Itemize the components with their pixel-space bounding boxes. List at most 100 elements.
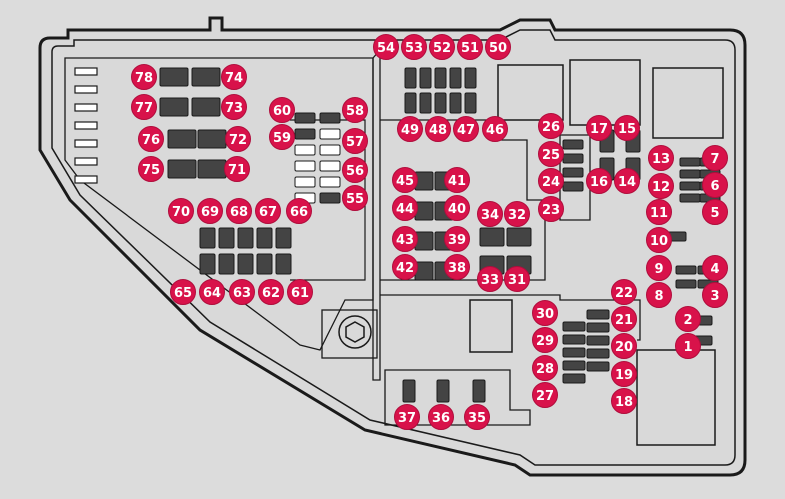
fuse-marker-52: 52 <box>429 34 455 60</box>
fuse-slot <box>562 139 584 150</box>
fuse-number-label: 14 <box>618 175 636 190</box>
vent-slot <box>74 157 98 166</box>
fuse-marker-36: 36 <box>428 404 454 430</box>
fuse-slot <box>562 360 586 371</box>
fuse-marker-circle <box>646 282 672 308</box>
fuse-number-label: 17 <box>590 122 608 137</box>
fuse-number-label: 2 <box>683 313 692 328</box>
fuse-marker-circle <box>224 156 250 182</box>
fuse-marker-12: 12 <box>648 173 674 199</box>
fuse-number-label: 45 <box>396 174 414 189</box>
vent-slot <box>74 103 98 112</box>
fuse-marker-circle <box>646 227 672 253</box>
fuse-marker-circle <box>504 266 530 292</box>
fuse-number-label: 22 <box>615 286 633 301</box>
fuse-marker-56: 56 <box>342 157 368 183</box>
fuse-slot <box>191 97 221 117</box>
fuse-marker-circle <box>444 167 470 193</box>
fuse-slot <box>191 67 221 87</box>
fuse-slot <box>586 322 610 333</box>
fuse-marker-circle <box>392 195 418 221</box>
fuse-slot <box>294 144 316 156</box>
fuse-number-label: 3 <box>710 289 719 304</box>
fuse-number-label: 34 <box>481 208 499 223</box>
fuse-marker-28: 28 <box>532 355 558 381</box>
fuse-number-label: 38 <box>448 261 466 276</box>
fuse-number-label: 43 <box>396 233 414 248</box>
fuse-marker-circle <box>611 388 637 414</box>
fuse-marker-circle <box>532 355 558 381</box>
fuse-number-label: 42 <box>396 261 414 276</box>
fuse-marker-circle <box>397 116 423 142</box>
fuse-slot <box>679 181 701 191</box>
fuse-number-label: 18 <box>615 395 633 410</box>
fuse-marker-64: 64 <box>199 279 225 305</box>
fuse-marker-42: 42 <box>392 254 418 280</box>
fuse-number-label: 77 <box>135 101 153 116</box>
fuse-marker-46: 46 <box>482 116 508 142</box>
fuse-slot <box>449 92 462 114</box>
fuse-marker-circle <box>229 279 255 305</box>
fuse-marker-circle <box>255 198 281 224</box>
fuse-marker-35: 35 <box>464 404 490 430</box>
fuse-marker-20: 20 <box>611 333 637 359</box>
fuse-marker-10: 10 <box>646 227 672 253</box>
relay-box-c <box>652 67 724 139</box>
fuse-marker-24: 24 <box>538 168 564 194</box>
fuse-number-label: 44 <box>396 202 414 217</box>
fuse-marker-6: 6 <box>702 172 728 198</box>
right-block-outline <box>559 134 591 221</box>
fuse-marker-circle <box>702 172 728 198</box>
fuse-marker-circle <box>138 126 164 152</box>
fuse-slot <box>675 279 697 289</box>
fuse-marker-circle <box>269 97 295 123</box>
fuse-slot <box>586 335 610 346</box>
fuse-marker-55: 55 <box>342 185 368 211</box>
fuse-marker-41: 41 <box>444 167 470 193</box>
fuse-number-markers: 1234567891011121314151617181920212223242… <box>131 34 728 430</box>
fuse-marker-73: 73 <box>221 94 247 120</box>
fuse-marker-circle <box>675 333 701 359</box>
fuse-marker-circle <box>425 116 451 142</box>
fuse-slot <box>256 253 273 275</box>
fuse-marker-circle <box>342 97 368 123</box>
fuse-marker-circle <box>538 168 564 194</box>
fuse-marker-66: 66 <box>286 198 312 224</box>
fuse-number-label: 33 <box>481 273 499 288</box>
fuse-number-label: 36 <box>432 411 450 426</box>
fuse-slot <box>506 227 532 247</box>
fuse-marker-21: 21 <box>611 306 637 332</box>
fuse-number-label: 27 <box>536 389 554 404</box>
fuse-marker-29: 29 <box>532 327 558 353</box>
fuse-number-label: 46 <box>486 123 504 138</box>
fuse-slot <box>237 227 254 249</box>
fuse-slot <box>436 379 450 403</box>
fuse-number-label: 70 <box>172 205 190 220</box>
fuse-number-label: 64 <box>203 286 221 301</box>
fuse-marker-15: 15 <box>614 115 640 141</box>
fuse-slot <box>199 253 216 275</box>
fuse-number-label: 9 <box>654 262 663 277</box>
fuse-marker-circle <box>477 201 503 227</box>
housing-inner-outline <box>51 29 736 466</box>
fuse-number-label: 40 <box>448 202 466 217</box>
fuse-number-label: 15 <box>618 122 636 137</box>
vent-slot <box>74 121 98 130</box>
fuse-slot <box>167 129 197 149</box>
fuse-number-label: 69 <box>201 205 219 220</box>
fuse-slot <box>434 92 447 114</box>
fuse-slot <box>275 227 292 249</box>
fuse-marker-27: 27 <box>532 382 558 408</box>
fuse-slot <box>679 169 701 179</box>
fuse-marker-4: 4 <box>702 255 728 281</box>
fuse-marker-circle <box>504 201 530 227</box>
fuse-number-label: 32 <box>508 208 526 223</box>
fuse-number-label: 56 <box>346 164 364 179</box>
fuse-number-label: 31 <box>508 273 526 288</box>
fuse-slot <box>199 227 216 249</box>
fuse-marker-circle <box>138 156 164 182</box>
fuse-number-label: 61 <box>291 286 309 301</box>
fuse-slot <box>404 92 417 114</box>
fuse-marker-circle <box>538 141 564 167</box>
